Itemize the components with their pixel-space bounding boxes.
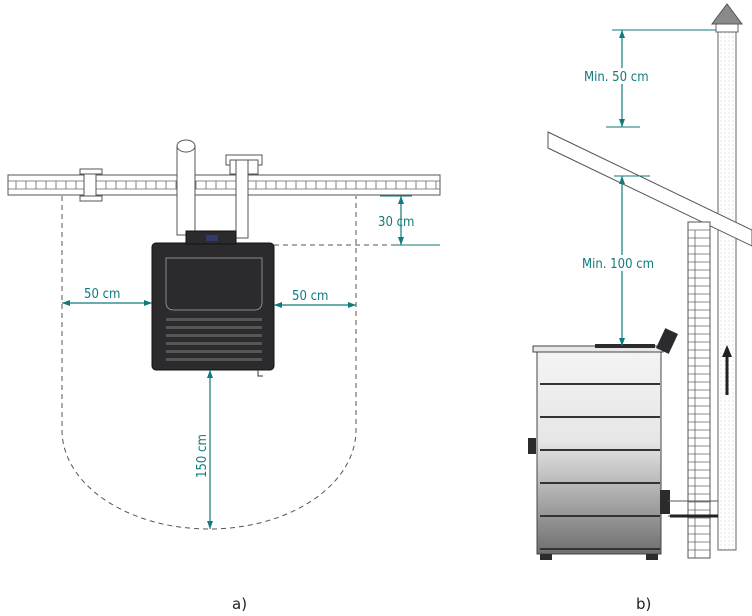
panel-a-caption: a) <box>232 595 247 613</box>
grill-slot <box>166 326 262 329</box>
dimension-top-30cm: 30 cm <box>378 195 440 246</box>
dimension-front-150cm: 150 cm <box>195 370 213 529</box>
interior-wall <box>687 221 711 559</box>
dimension-left-label: 50 cm <box>84 287 120 302</box>
grill-slot <box>166 358 262 361</box>
back-wall <box>7 174 441 196</box>
chimney-stack <box>711 3 743 551</box>
dimension-chimney-top: Min. 50 cm <box>580 29 716 128</box>
dimension-left-50cm: 50 cm <box>62 287 152 306</box>
panel-a-top-view: 50 cm 50 cm 30 cm 150 cm a) <box>7 139 441 613</box>
dimension-ceiling: Min. 100 cm <box>578 175 660 346</box>
chimney-cap <box>711 3 743 25</box>
flow-arrow-icon <box>722 345 732 357</box>
stove-top-view <box>151 230 275 377</box>
roof <box>547 131 752 247</box>
wall-clip <box>79 168 103 202</box>
grill-slot <box>166 318 262 321</box>
stove-grill-slots <box>166 318 262 361</box>
clearance-zone-outline <box>61 196 357 530</box>
interior-wall-brick-pattern <box>688 229 710 558</box>
grill-slot <box>166 342 262 345</box>
dimension-front-label: 150 cm <box>195 434 210 478</box>
dimension-right-50cm: 50 cm <box>274 289 356 308</box>
grill-slot <box>166 350 262 353</box>
flue-pipe-right <box>225 154 263 239</box>
stove-side-view <box>528 328 718 560</box>
stove-side-panel-lines <box>540 383 660 550</box>
dimension-chimney-top-label: Min. 50 cm <box>584 70 649 85</box>
dimension-top-label: 30 cm <box>378 215 414 230</box>
panel-b-side-view: Min. 50 cm Min. 100 cm b) <box>528 3 752 613</box>
flue-pipe-left <box>176 139 196 236</box>
panel-b-caption: b) <box>636 595 651 613</box>
grill-slot <box>166 334 262 337</box>
dimension-right-label: 50 cm <box>292 289 328 304</box>
dimension-ceiling-label: Min. 100 cm <box>582 257 654 272</box>
